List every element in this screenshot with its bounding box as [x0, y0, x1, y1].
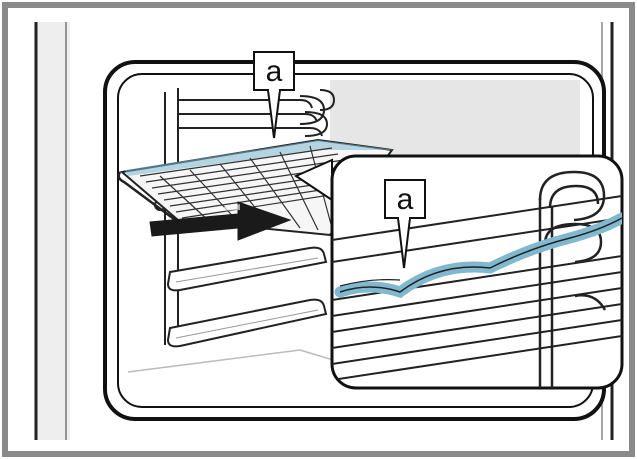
- zoom-inset: a: [332, 156, 622, 388]
- callout-main-label: a: [266, 55, 283, 88]
- callout-inset-label: a: [397, 183, 414, 216]
- cabinet-left-side: [36, 22, 70, 440]
